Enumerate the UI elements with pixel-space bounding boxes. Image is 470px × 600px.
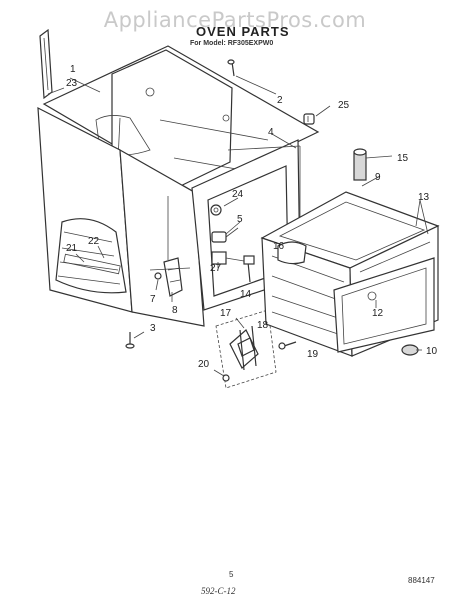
callout-13: 13 xyxy=(418,192,430,203)
watermark: AppliancePartsPros.com xyxy=(103,8,367,32)
part-24-switch xyxy=(210,204,222,216)
part-27-bracket xyxy=(211,251,251,265)
page-number: 5 xyxy=(229,570,234,579)
part-10-plug xyxy=(401,344,419,356)
callout-8: 8 xyxy=(172,305,178,316)
callout-22: 22 xyxy=(88,236,100,247)
part-17-18-bracket-assembly xyxy=(215,309,277,389)
callout-10: 10 xyxy=(426,346,438,357)
part-3-screw xyxy=(125,331,145,349)
callout-4: 4 xyxy=(268,127,274,138)
part-14-bolt xyxy=(243,255,255,283)
callout-labels: 1 2 3 4 5 7 8 9 10 12 13 14 15 16 17 18 … xyxy=(66,64,438,370)
part-20-nut xyxy=(213,369,230,382)
callout-9: 9 xyxy=(375,172,381,183)
callout-19: 19 xyxy=(307,349,319,360)
callout-5: 5 xyxy=(237,214,243,225)
callout-3: 3 xyxy=(150,323,156,334)
part-25-clip xyxy=(303,113,315,125)
document-number: 884147 xyxy=(408,576,435,585)
callout-15: 15 xyxy=(397,153,409,164)
part-9-oven-liner xyxy=(260,191,440,357)
handwritten-note: 592-C-12 xyxy=(201,586,236,596)
page-title: OVEN PARTS xyxy=(196,24,290,39)
callout-18: 18 xyxy=(257,320,269,331)
part-5-socket xyxy=(211,227,239,243)
callout-12: 12 xyxy=(372,308,384,319)
part-19-screw xyxy=(278,341,297,350)
leader-lines xyxy=(47,77,429,351)
part-2-screw xyxy=(227,59,277,95)
callout-16: 16 xyxy=(273,241,285,252)
part-23-strip xyxy=(39,28,53,100)
callout-21: 21 xyxy=(66,243,78,254)
callout-2: 2 xyxy=(277,95,283,106)
callout-27: 27 xyxy=(210,263,222,274)
callout-20: 20 xyxy=(198,359,210,370)
callout-14: 14 xyxy=(240,289,252,300)
callout-7: 7 xyxy=(150,294,156,305)
model-subtitle: For Model: RF305EXPW0 xyxy=(190,40,274,47)
part-15-plug xyxy=(353,148,393,181)
callout-23: 23 xyxy=(66,78,78,89)
callout-25: 25 xyxy=(338,100,350,111)
part-7-8-hinge xyxy=(149,257,191,297)
callout-17: 17 xyxy=(220,308,232,319)
callout-1: 1 xyxy=(70,64,76,75)
part-1-cabinet xyxy=(37,45,320,327)
callout-24: 24 xyxy=(232,189,244,200)
